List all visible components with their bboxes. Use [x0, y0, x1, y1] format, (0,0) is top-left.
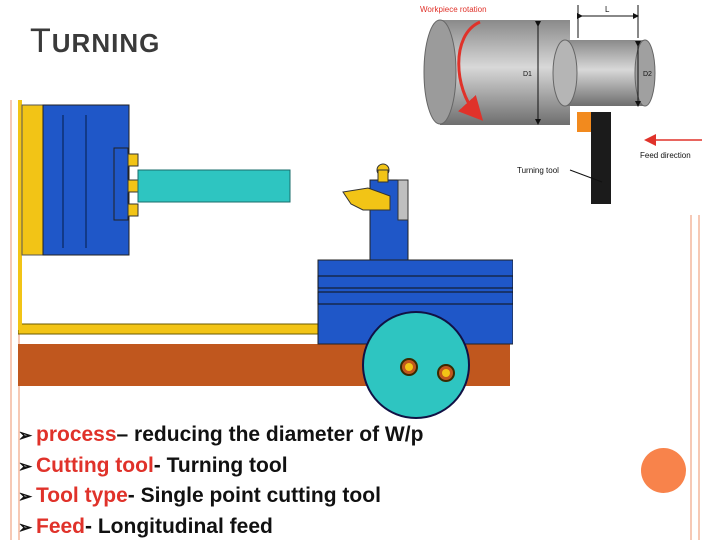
d2-label: D2: [643, 71, 652, 78]
workpiece-bar: [138, 170, 290, 202]
slide-title: TURNING: [30, 22, 160, 61]
d1-label: D1: [523, 71, 532, 78]
chuck: [114, 148, 128, 220]
bullet-term: process: [36, 420, 117, 450]
bullet-text: - Single point cutting tool: [128, 481, 381, 511]
turning-diagram: Workpiece rotation D1 D2 L Turning tool …: [410, 0, 710, 215]
turning-tool-shank: [591, 112, 611, 204]
bullet-item: ➢Tool type- Single point cutting tool: [18, 481, 423, 512]
bullet-arrow-icon: ➢: [18, 513, 36, 542]
bullet-list: ➢process – reducing the diameter of W/p …: [18, 420, 423, 542]
feed-direction-label: Feed direction: [640, 151, 691, 160]
headstock-outline: [18, 100, 22, 330]
bullet-item: ➢Cutting tool - Turning tool: [18, 451, 423, 482]
bullet-term: Cutting tool: [36, 451, 154, 481]
bullet-arrow-icon: ➢: [18, 452, 36, 482]
bullet-text: - Longitudinal feed: [85, 512, 273, 542]
title-rest: URNING: [52, 28, 161, 58]
bullet-term: Tool type: [36, 481, 128, 511]
bullet-arrow-icon: ➢: [18, 482, 36, 512]
right-decorative-border: [690, 215, 700, 540]
small-cylinder-front: [553, 40, 577, 106]
bullet-term: Feed: [36, 512, 85, 542]
bullet-text: – reducing the diameter of W/p: [117, 420, 424, 450]
bullet-item: ➢process – reducing the diameter of W/p: [18, 420, 423, 451]
title-first-letter: T: [30, 22, 52, 60]
turning-tool-label: Turning tool: [517, 166, 559, 175]
decorative-orange-dot: [641, 448, 686, 493]
bullet-item: ➢Feed- Longitudinal feed: [18, 512, 423, 542]
headstock-yellow: [22, 105, 44, 255]
bullet-text: - Turning tool: [154, 451, 288, 481]
length-label: L: [605, 5, 610, 14]
yellow-rail: [18, 324, 318, 334]
workpiece-rotation-label: Workpiece rotation: [420, 5, 487, 14]
turning-tool-insert: [577, 112, 593, 132]
large-cylinder-end: [424, 20, 456, 124]
bullet-arrow-icon: ➢: [18, 421, 36, 451]
